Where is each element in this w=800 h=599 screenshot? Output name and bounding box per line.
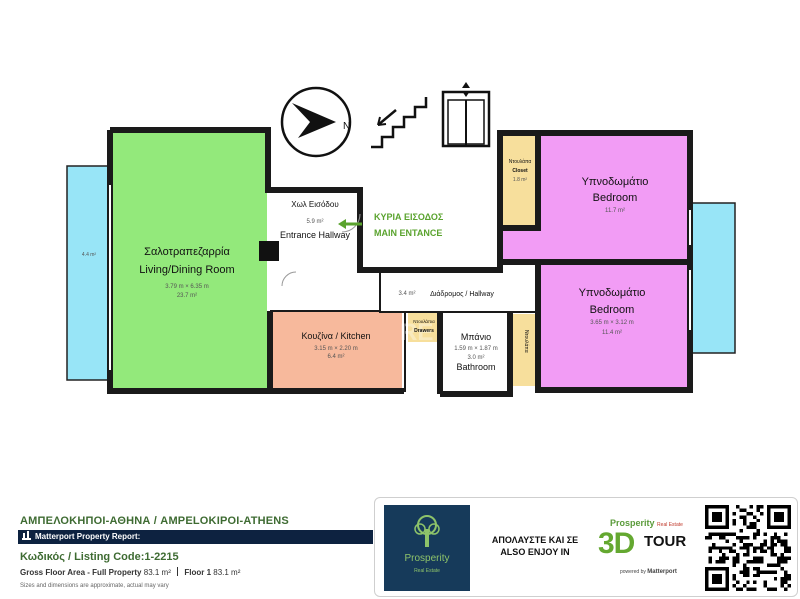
closet-small-label: Ντουλάπα: [523, 330, 530, 353]
elevator-icon: [441, 82, 491, 148]
room-hallway: [382, 272, 538, 312]
bedroom2-dims: 3.65 m × 3.12 m: [590, 320, 634, 326]
report-chart-icon: [22, 531, 31, 540]
gross-area-value: 83.1 m²: [143, 568, 171, 577]
entrance-area: 5.9 m²: [306, 219, 323, 225]
prosperity-logo[interactable]: Prosperity Real Estate: [384, 505, 470, 591]
matterport-credit: powered by Matterport: [620, 569, 677, 575]
room-drawers: [408, 312, 440, 342]
room-bedroom-2: [539, 262, 690, 389]
main-entrance-label-en: MAIN ENTANCE: [374, 228, 442, 238]
powered-by-text: powered by: [620, 569, 646, 575]
floor-area-line: Gross Floor Area - Full Property 83.1 m²…: [20, 567, 240, 577]
bathroom-label-en: Bathroom: [456, 362, 495, 372]
tour-promo-line-gr: ΑΠΟΛΑΥΣΤΕ ΚΑΙ ΣΕ: [491, 535, 579, 545]
tour-brand-name: Prosperity: [610, 518, 655, 528]
living-label-en: Living/Dining Room: [139, 264, 234, 276]
floor-label: Floor 1: [184, 568, 212, 577]
logo-subtitle: Real Estate: [414, 568, 440, 574]
closet-label-en: Closet: [512, 168, 528, 174]
room-kitchen: [270, 311, 402, 389]
room-living: [113, 132, 267, 389]
balcony-right: [691, 202, 736, 354]
drawers-label-gr: Ντουλάπια: [413, 318, 435, 324]
bathroom-area: 3.0 m²: [467, 355, 484, 361]
logo-name: Prosperity: [404, 553, 450, 564]
gross-area-label: Gross Floor Area - Full Property: [20, 568, 142, 577]
main-entrance-label-gr: ΚΥΡΙΑ ΕΙΣΟΔΟΣ: [374, 212, 444, 222]
tour-promo-line-en: ALSO ENJOY IN: [500, 547, 570, 557]
hallway-label: Διάδρομος / Hallway: [430, 290, 494, 298]
tour-brand: Prosperity Real Estate: [610, 518, 683, 528]
bathroom-label-gr: Μπάνιο: [461, 332, 491, 342]
bedroom2-label-gr: Υπνοδωμάτιο: [579, 287, 646, 299]
structural-column: [259, 241, 279, 261]
closet-area: 1.8 m²: [513, 177, 528, 183]
floor-plan: N ΚΥΡΙΑ ΕΙΣΟΔΟΣ MAIN ENTANCE RE Σαλοτραπ…: [66, 82, 736, 397]
bedroom1-area: 11.7 m²: [605, 208, 625, 214]
listing-code: Κωδικός / Listing Code:1-2215: [20, 551, 179, 563]
bathroom-dims: 1.59 m × 1.87 m: [454, 346, 498, 352]
entrance-label-en: Entrance Hallway: [280, 230, 351, 240]
area-separator: [177, 567, 179, 576]
room-bathroom: [444, 312, 508, 386]
tour-3d-label: 3D: [598, 527, 635, 560]
living-area: 23.7 m²: [177, 293, 197, 299]
tour-word-label: TOUR: [644, 533, 687, 550]
bedroom2-label-en: Bedroom: [590, 304, 635, 316]
report-label: Matterport Property Report:: [35, 532, 141, 541]
kitchen-area: 6.4 m²: [327, 354, 344, 360]
bedroom1-label-gr: Υπνοδωμάτιο: [582, 176, 649, 188]
entrance-label-gr: Χωλ Εισόδου: [291, 200, 338, 209]
kitchen-label: Κουζίνα / Kitchen: [301, 331, 370, 341]
balcony-left: [66, 165, 111, 381]
floor-area-value: 83.1 m²: [213, 568, 241, 577]
kitchen-dims: 3.15 m × 2.20 m: [314, 346, 358, 352]
compass-icon: N: [280, 86, 352, 158]
living-dims: 3.79 m × 6.35 m: [165, 284, 209, 290]
living-label-gr: Σαλοτραπεζαρρία: [144, 246, 230, 258]
qr-code[interactable]: [705, 505, 791, 591]
matterport-text: Matterport: [647, 569, 677, 575]
tree-icon: [414, 515, 440, 547]
hallway-area: 3.4 m²: [398, 291, 415, 297]
tour-brand-sub: Real Estate: [657, 522, 683, 528]
location-title: ΑΜΠΕΛΟΚΗΠΟΙ-ΑΘΗΝΑ / AMPELOKIPOI-ATHENS: [20, 515, 289, 527]
disclaimer: Sizes and dimensions are approximate, ac…: [20, 583, 169, 589]
tour-promo-text: ΑΠΟΛΑΥΣΤΕ ΚΑΙ ΣΕ ALSO ENJOY IN: [478, 534, 592, 558]
room-entrance: [267, 191, 360, 311]
stairs-icon: [371, 97, 428, 149]
matterport-report-bar: Matterport Property Report:: [18, 530, 373, 544]
balcony-left-area: 4.4 m²: [82, 252, 97, 258]
bedroom2-area: 11.4 m²: [602, 330, 622, 336]
compass-letter: N: [343, 121, 350, 132]
bedroom1-label-en: Bedroom: [593, 192, 638, 204]
closet-label-gr: Ντουλάπα: [509, 158, 532, 165]
room-closet-small: [513, 314, 536, 386]
watermark: RE: [400, 319, 433, 346]
drawers-label-en: Drawers: [414, 328, 434, 334]
main-entrance-arrow: [338, 219, 362, 229]
